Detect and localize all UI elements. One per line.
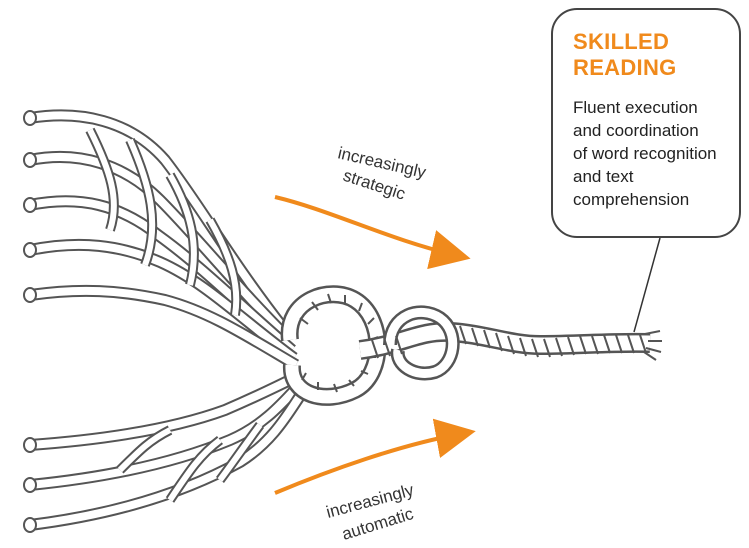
automatic-arrow xyxy=(274,418,476,495)
callout-body-line5: comprehension xyxy=(573,190,690,209)
callout-body: Fluent execution and coordination of wor… xyxy=(573,96,745,211)
lower-strand-1 xyxy=(23,369,303,453)
callout-body-line3: of word recognition xyxy=(573,144,717,163)
upper-strand-3 xyxy=(23,195,296,355)
upper-strand-2 xyxy=(23,151,295,345)
upper-strands xyxy=(23,109,300,371)
callout-body-line2: and coordination xyxy=(573,121,699,140)
lower-strands xyxy=(23,369,309,533)
upper-strand-1 xyxy=(23,109,290,334)
callout-body-line4: and text xyxy=(573,167,634,186)
skilled-reading-callout: SKILLED READING Fluent execution and coo… xyxy=(551,8,741,238)
upper-strand-4 xyxy=(23,238,298,363)
strategic-arrow xyxy=(274,195,471,270)
callout-title-line2: READING xyxy=(573,55,677,80)
callout-body-line1: Fluent execution xyxy=(573,98,698,117)
callout-title-line1: SKILLED xyxy=(573,29,670,54)
upper-strand-5 xyxy=(23,284,300,371)
callout-pointer-line xyxy=(633,237,661,333)
callout-title: SKILLED READING xyxy=(573,29,743,81)
twisted-rope xyxy=(280,285,662,406)
